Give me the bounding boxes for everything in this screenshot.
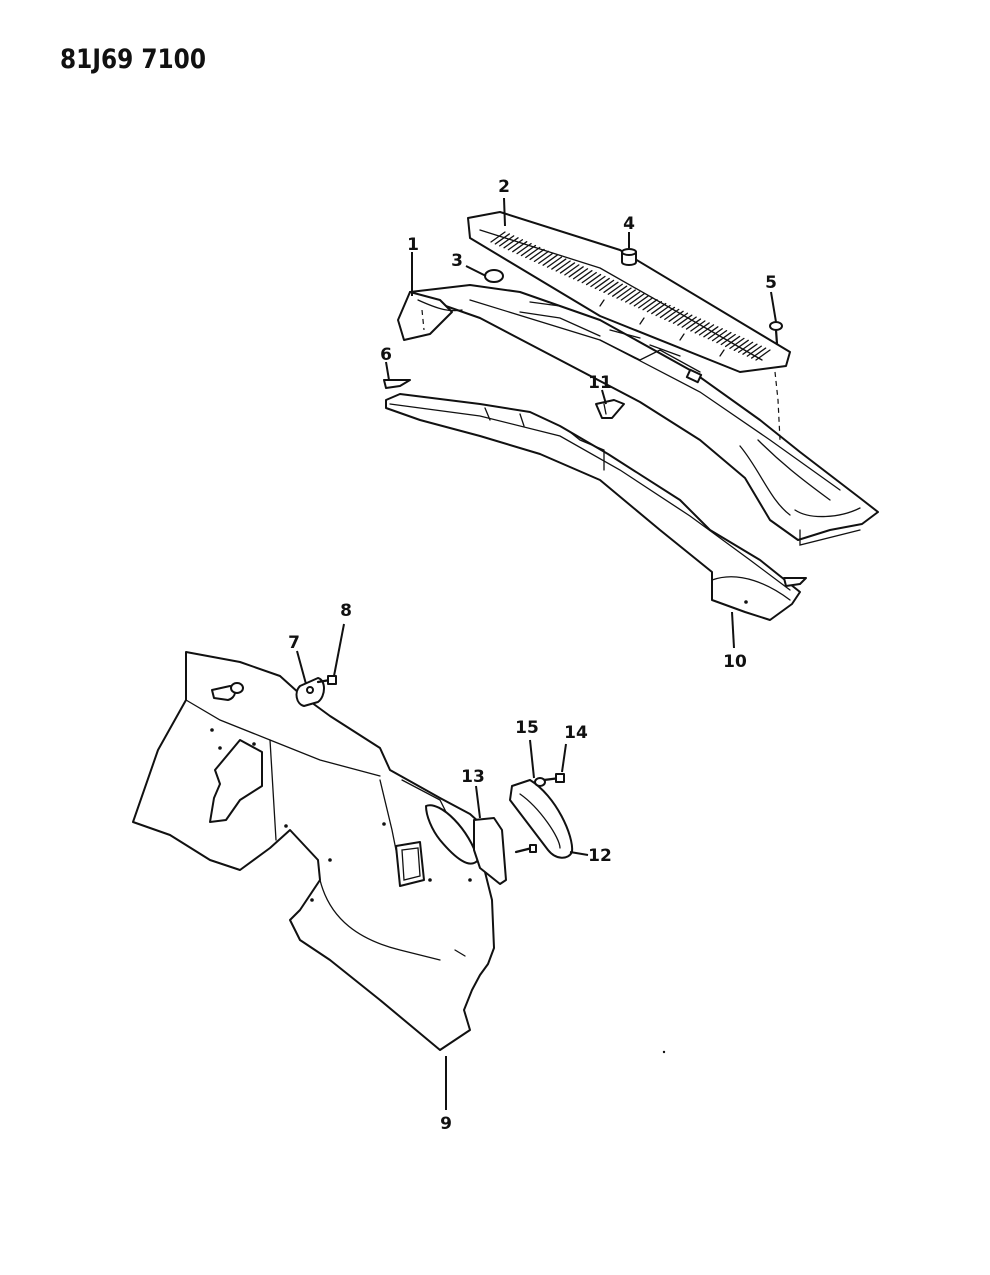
grille-slat: [698, 324, 715, 336]
grille-slat: [664, 308, 680, 321]
part-screw-14: [514, 773, 565, 854]
callout-2: 2: [498, 177, 510, 197]
grille-slat: [564, 264, 580, 276]
grille-slat: [507, 239, 524, 251]
part-cover-plate-12: [509, 779, 574, 859]
grille-slat: [755, 349, 771, 361]
grille-slat: [711, 330, 728, 342]
grille-slat: [629, 293, 645, 305]
part-cowl-top-panel: [397, 284, 879, 546]
grille-slat: [525, 246, 541, 259]
callout-5: 5: [765, 273, 777, 293]
grille-slat: [746, 345, 762, 357]
grille-slat: [529, 248, 545, 261]
grille-slat: [490, 231, 506, 243]
grille-slat: [572, 268, 589, 280]
grille-slat: [720, 333, 736, 346]
grille-slat: [724, 335, 741, 348]
callout-6: 6: [380, 345, 392, 365]
callout-3: 3: [451, 251, 463, 271]
grille-slat: [646, 300, 663, 313]
grille-slat: [603, 281, 619, 293]
callout-4: 4: [623, 214, 635, 234]
callout-10: 10: [723, 652, 747, 672]
grille-slat: [512, 241, 528, 253]
callout-13: 13: [461, 767, 485, 787]
grille-slat: [690, 320, 706, 332]
grille-slat: [633, 295, 650, 307]
grille-slat: [598, 279, 615, 292]
grille-slat: [625, 291, 641, 303]
grille-slat: [577, 270, 593, 282]
callout-15: 15: [515, 718, 539, 738]
grille-slat: [594, 277, 610, 290]
callout-leaders: [296, 197, 777, 1110]
grille-slat: [555, 260, 571, 272]
grille-slat: [616, 287, 632, 299]
part-bracket-6: [383, 379, 411, 389]
part-gasket-13: [473, 817, 507, 885]
callout-9: 9: [440, 1114, 452, 1134]
grille-slat: [568, 266, 584, 278]
callout-14: 14: [564, 723, 588, 743]
grille-slat: [733, 339, 749, 351]
grille-slat: [681, 316, 697, 328]
callout-7: 7: [288, 633, 300, 653]
grille-slat: [668, 310, 684, 322]
grille-slat: [707, 328, 723, 340]
grille-slat: [542, 254, 558, 266]
grille-slat: [685, 318, 702, 330]
grille-slat: [703, 326, 719, 338]
grille-slat: [590, 275, 606, 288]
part-dash-insulator: [132, 600, 748, 1054]
alignment-line-5: [774, 371, 781, 441]
grille-slat: [620, 289, 636, 301]
grille-slat: [559, 262, 576, 274]
callout-labels: 1 2 3 4 5 6 7 8 9 10 11 12 13 14 15: [288, 177, 777, 1134]
part-screw-8: [316, 675, 337, 685]
part-washer-15: [534, 777, 546, 787]
grille-slat: [694, 322, 710, 334]
grille-slat: [642, 299, 658, 311]
part-clip-3: [484, 269, 504, 283]
grille-slat: [585, 273, 602, 286]
part-cowl-grille: [467, 211, 791, 373]
grille-slat: [538, 252, 554, 264]
grille-slat: [503, 237, 519, 249]
grille-slat: [516, 242, 532, 255]
grille-slat: [546, 256, 563, 268]
grille-slat: [607, 283, 623, 295]
grille-slat: [729, 337, 745, 350]
grille-slat: [499, 235, 515, 247]
grille-slat: [551, 258, 567, 270]
grille-slat: [581, 271, 597, 284]
grille-slat: [533, 250, 550, 262]
grille-slat: [638, 297, 654, 309]
part-cowl-lower-panel: [385, 393, 807, 621]
grille-slat: [742, 343, 758, 355]
grille-slat: [672, 312, 689, 324]
document-code: 81J69 7100: [60, 44, 206, 75]
callout-12: 12: [588, 846, 612, 866]
part-clip-11: [595, 399, 625, 419]
grille-slat: [659, 306, 676, 319]
grille-slat: [494, 233, 510, 245]
grille-slat: [655, 304, 671, 317]
grille-slat: [651, 302, 667, 315]
grille-slat: [677, 314, 693, 326]
grille-slat: [751, 347, 767, 359]
callout-1: 1: [407, 235, 419, 255]
part-plug-4: [621, 248, 637, 266]
grille-slat: [520, 244, 537, 257]
callout-11: 11: [588, 373, 612, 393]
callout-8: 8: [340, 601, 352, 621]
grille-slat: [716, 331, 732, 344]
alignment-line-1: [421, 309, 425, 331]
grille-slat: [611, 285, 628, 297]
grille-slat: [737, 341, 754, 353]
